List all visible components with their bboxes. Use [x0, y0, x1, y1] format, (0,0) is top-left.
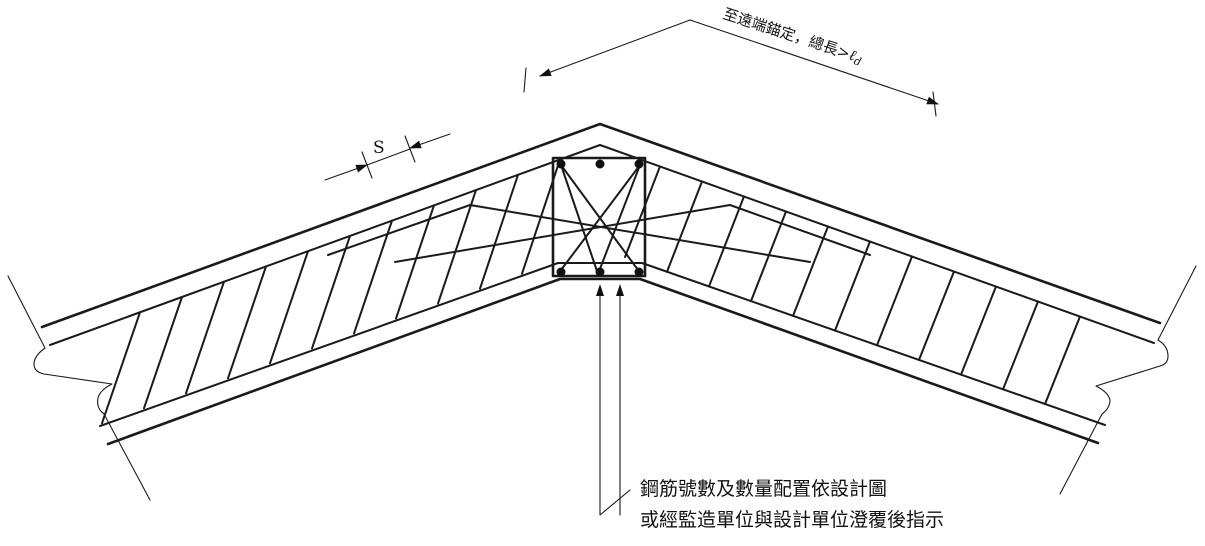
stirrup: [834, 240, 871, 332]
break-line-right: [1059, 265, 1197, 495]
beam-bottom-edge: [99, 262, 1106, 427]
joint-tie-1: [560, 164, 599, 275]
rebar-dot: [556, 267, 566, 277]
beam-inner-edge: [106, 277, 1100, 446]
spacing-dimension: S: [324, 133, 451, 181]
stirrup: [185, 280, 225, 395]
rebar-dot: [595, 159, 605, 169]
spacing-label: S: [373, 138, 385, 158]
break-line-left: [7, 275, 151, 501]
rebar-dot: [595, 267, 605, 277]
stirrup: [624, 165, 661, 259]
stirrup: [353, 219, 393, 335]
stirrup: [479, 173, 519, 290]
longitudinal-bar-left: [327, 204, 811, 263]
rebar-dot: [556, 159, 566, 169]
stirrup: [666, 180, 703, 273]
rebar-dot: [634, 267, 644, 277]
note-leader: [596, 284, 631, 516]
beam-outer-edge: [40, 122, 1162, 329]
stirrup: [708, 195, 745, 288]
stirrup: [918, 270, 955, 361]
beam-second-edge: [49, 144, 1155, 346]
stirrup: [1002, 300, 1039, 391]
note-line-1: 鋼筋號數及數量配置依設計圖: [640, 478, 887, 500]
stirrup: [395, 204, 435, 320]
stirrup: [792, 225, 829, 317]
longitudinal-bar-right: [394, 204, 871, 263]
stirrup: [227, 265, 267, 380]
stirrup: [960, 285, 997, 376]
stirrup: [876, 255, 913, 347]
stirrup: [311, 234, 351, 350]
stirrup: [750, 210, 787, 303]
rebar-dot: [634, 159, 644, 169]
stirrup: [269, 250, 309, 365]
stirrup: [143, 296, 183, 410]
stirrup: [437, 189, 477, 305]
note-line-2: 或經監造單位與設計單位澄覆後指示: [640, 509, 944, 531]
anchorage-dimension: 至遠端錨定，總長>ℓd: [523, 5, 939, 117]
joint-tie-3: [560, 164, 642, 275]
joint-tie-4: [557, 164, 641, 275]
stirrup: [1044, 315, 1081, 406]
anchorage-label: 至遠端錨定，總長>ℓd: [720, 5, 865, 69]
stirrup: [101, 311, 141, 425]
joint-tie-2: [597, 164, 641, 275]
